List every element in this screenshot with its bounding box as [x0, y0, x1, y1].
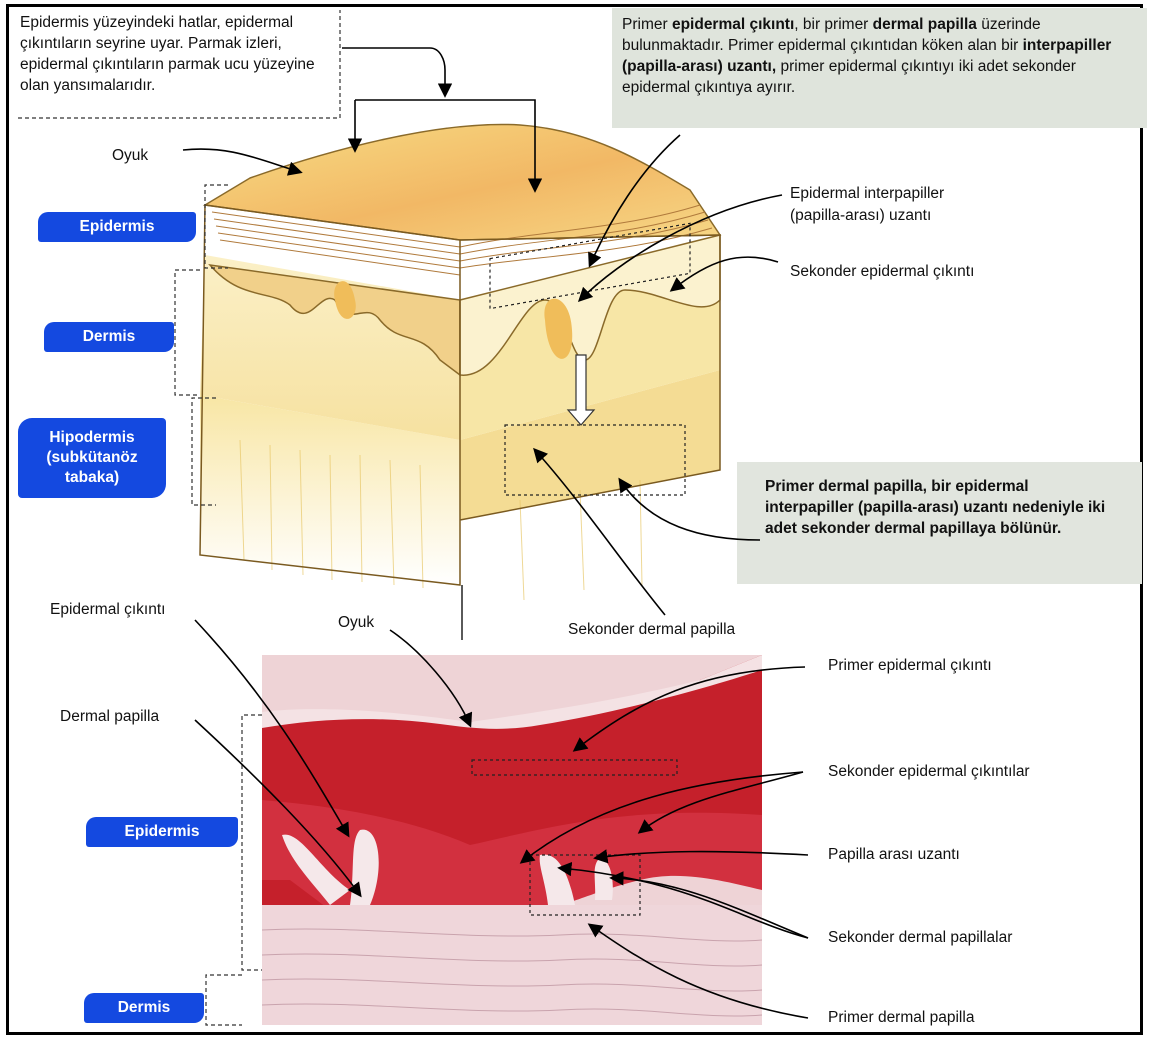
label-oyuk-top: Oyuk [112, 146, 148, 166]
caption-text-1: Primer [622, 16, 672, 33]
badge-hipodermis-line-1: Hipodermis [49, 428, 134, 448]
label-sekonder-dermal-papillalar: Sekonder dermal papillalar [828, 928, 1012, 948]
caption-bold-2: dermal papilla [873, 16, 977, 33]
skin-block-3d [200, 124, 720, 640]
histology-photo [262, 655, 762, 1025]
label-epidermal-cikinti: Epidermal çıkıntı [50, 600, 165, 620]
label-primer-dermal-papilla: Primer dermal papilla [828, 1008, 974, 1028]
label-epidermal-interpapiller-2: (papilla-arası) uzantı [790, 206, 931, 226]
badge-dermis-top: Dermis [44, 322, 174, 352]
badge-hipodermis-line-3: tabaka) [65, 468, 119, 488]
label-oyuk-bottom: Oyuk [338, 613, 374, 633]
badge-dermis-bottom: Dermis [84, 993, 204, 1023]
top-left-caption: Epidermis yüzeyindeki hatlar, epidermal … [20, 12, 338, 96]
label-primer-epidermal-cikinti: Primer epidermal çıkıntı [828, 656, 992, 676]
caption-text-2: , bir primer [794, 16, 872, 33]
label-sekonder-dermal-papilla: Sekonder dermal papilla [568, 620, 735, 640]
label-dermal-papilla: Dermal papilla [60, 707, 159, 727]
epidermis-top-surface [205, 124, 720, 240]
caption-bold-1: epidermal çıkıntı [672, 16, 794, 33]
badge-hipodermis-line-2: (subkütanöz [46, 448, 137, 468]
dermis-tissue-lower [262, 905, 762, 1025]
top-right-caption: Primer epidermal çıkıntı, bir primer der… [622, 14, 1142, 98]
label-papilla-arasi-uzanti: Papilla arası uzantı [828, 845, 960, 865]
badge-epidermis-top: Epidermis [38, 212, 196, 242]
badge-hipodermis: Hipodermis (subkütanöz tabaka) [18, 418, 166, 498]
badge-epidermis-bottom: Epidermis [86, 817, 238, 847]
label-sekonder-epidermal-cikinti: Sekonder epidermal çıkıntı [790, 262, 974, 282]
bottom-layer-brackets [206, 715, 262, 1025]
mid-right-caption: Primer dermal papilla, bir epidermal int… [765, 476, 1115, 539]
label-sekonder-epidermal-cikintilar: Sekonder epidermal çıkıntılar [828, 762, 1030, 782]
label-epidermal-interpapiller: Epidermal interpapiller [790, 184, 944, 204]
